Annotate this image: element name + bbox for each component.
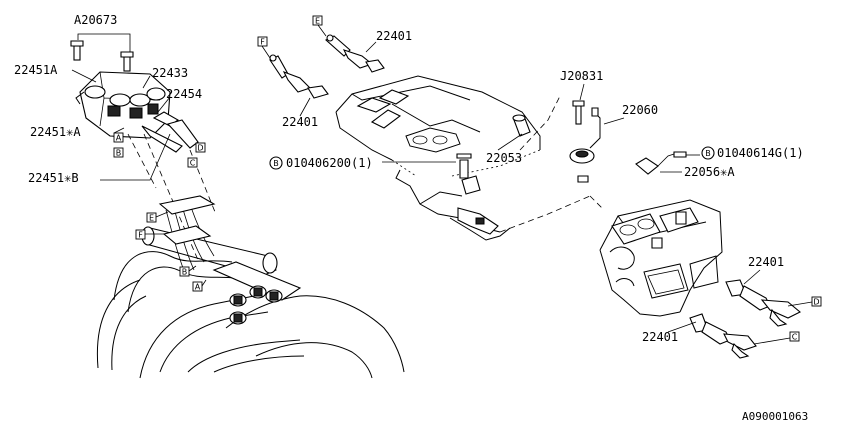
connector-box-e-top: E: [312, 15, 323, 26]
label-j20831: J20831: [560, 69, 603, 83]
label-22060: 22060: [622, 103, 658, 117]
ignition-coil-assembly: [70, 40, 199, 153]
bolt-symbol-left: B: [269, 156, 283, 170]
svg-text:E: E: [149, 214, 154, 223]
connector-box-a-top: A: [113, 132, 124, 143]
diagram-reference-code: A090001063: [742, 410, 808, 423]
label-22433: 22433: [152, 66, 188, 80]
label-22401-right-upper: 22401: [748, 255, 784, 269]
connector-box-b-lower: B: [179, 266, 190, 277]
cylinder-head-upper: [335, 75, 591, 241]
svg-text:C: C: [190, 159, 196, 168]
bolt-symbol-right: B: [701, 146, 715, 160]
connector-box-c-top: C: [187, 157, 198, 168]
label-22451-star-a: 22451✳A: [30, 125, 81, 139]
label-bolt-01040614g: 01040614G(1): [717, 146, 804, 160]
label-22053: 22053: [486, 151, 522, 165]
sensor-22060: [569, 107, 601, 183]
spark-plug-right-upper: [725, 279, 801, 327]
svg-text:C: C: [792, 333, 798, 342]
screw-right: [120, 51, 134, 72]
connector-box-c-right: C: [789, 331, 800, 342]
connector-box-b-top: B: [113, 147, 124, 158]
manifold-ports: [229, 285, 283, 325]
label-bolt-010406200: 010406200(1): [286, 156, 373, 170]
sensor-22056: [635, 151, 687, 175]
svg-text:B: B: [116, 149, 122, 158]
svg-text:F: F: [260, 38, 265, 47]
svg-text:B: B: [182, 268, 188, 277]
screw-left: [70, 40, 84, 61]
spark-plug-right-lower: [689, 313, 757, 359]
label-22451-star-b: 22451✳B: [28, 171, 79, 185]
label-22401-left: 22401: [282, 115, 318, 129]
spark-plug-lead-e: [325, 34, 385, 73]
svg-text:D: D: [197, 144, 203, 153]
cylinder-head-lower: [589, 195, 723, 317]
sensor-22053: [512, 114, 531, 137]
label-22056-star-a: 22056✳A: [684, 165, 735, 179]
spark-plug-lead-f: [269, 54, 329, 99]
label-22401-right-lower: 22401: [642, 330, 678, 344]
svg-text:A: A: [195, 283, 201, 292]
bolt-j20831: [572, 100, 585, 125]
svg-text:A: A: [116, 134, 122, 143]
label-22451a: 22451A: [14, 63, 58, 77]
label-22401-top: 22401: [376, 29, 412, 43]
connector-box-e-lower: E: [146, 212, 157, 223]
connector-box-d-right: D: [811, 296, 822, 307]
svg-text:E: E: [315, 17, 320, 26]
intake-manifold: [96, 195, 405, 379]
svg-text:B: B: [705, 149, 711, 158]
label-a20673: A20673: [74, 13, 117, 27]
svg-text:B: B: [273, 159, 279, 168]
connector-box-a-lower: A: [192, 281, 203, 292]
label-22454: 22454: [166, 87, 202, 101]
svg-text:D: D: [813, 298, 819, 307]
connector-box-f-lower: F: [135, 229, 146, 240]
connector-box-f-top: F: [257, 36, 268, 47]
connector-box-d-top: D: [195, 142, 206, 153]
svg-text:F: F: [138, 231, 143, 240]
knock-sensor-connector: [456, 153, 499, 235]
